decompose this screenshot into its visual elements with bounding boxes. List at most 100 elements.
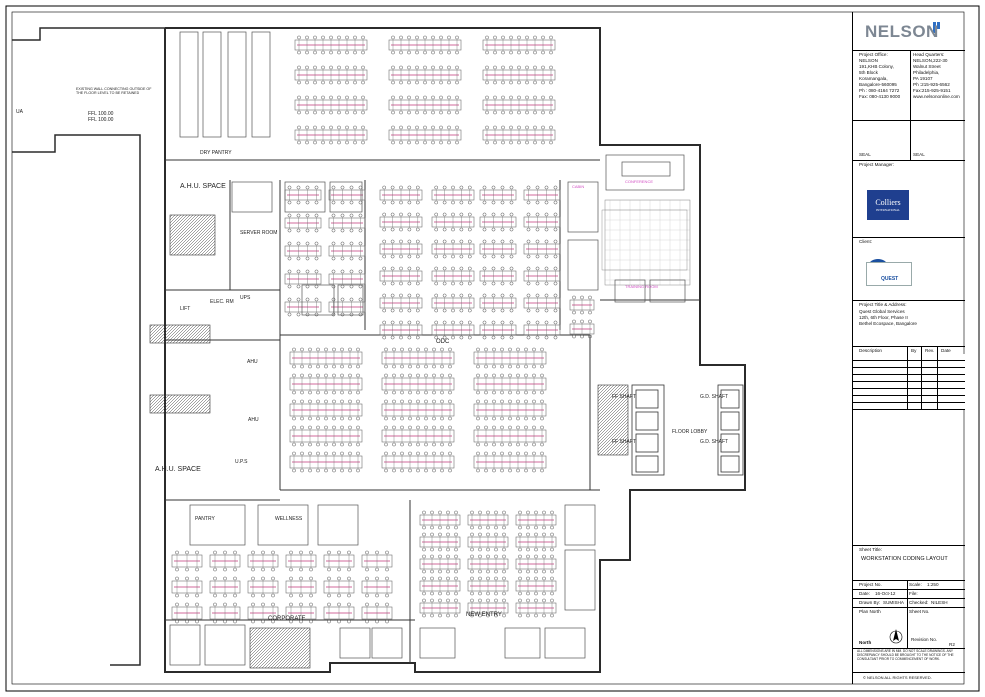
chair	[400, 442, 404, 447]
chair	[432, 347, 436, 352]
chair	[340, 213, 345, 218]
chair	[356, 425, 360, 430]
chair	[454, 554, 458, 559]
chair	[535, 185, 540, 190]
chair	[500, 308, 505, 313]
chair	[540, 416, 544, 421]
chair	[261, 567, 265, 572]
chair	[524, 347, 528, 352]
chair	[289, 576, 293, 581]
chair	[390, 239, 395, 244]
label-ahu-bottom: A.H.U. SPACE	[155, 466, 201, 473]
chair	[299, 550, 303, 555]
chair	[287, 213, 292, 218]
chair	[542, 576, 546, 581]
chair	[316, 425, 320, 430]
chair	[314, 297, 319, 302]
chair	[195, 619, 199, 624]
chair	[353, 140, 357, 145]
chair	[340, 399, 344, 404]
workstation-cluster	[284, 245, 322, 257]
chair	[299, 567, 303, 572]
chair	[348, 416, 352, 421]
chair	[470, 525, 474, 530]
chair	[544, 293, 549, 298]
chair	[327, 619, 331, 624]
chair	[535, 254, 540, 259]
chair	[544, 227, 549, 232]
chair	[384, 468, 388, 473]
chair	[300, 425, 304, 430]
chair	[430, 547, 434, 552]
chair	[442, 335, 447, 340]
chair	[415, 320, 420, 325]
chair	[470, 547, 474, 552]
chair	[392, 399, 396, 404]
chair	[407, 200, 412, 205]
chair	[407, 308, 412, 313]
chair	[185, 593, 189, 598]
chair	[448, 442, 452, 447]
chair	[390, 185, 395, 190]
chair	[415, 281, 420, 286]
chair	[408, 451, 412, 456]
chair	[329, 50, 333, 55]
chair	[440, 425, 444, 430]
chair	[340, 200, 345, 205]
chair	[296, 213, 301, 218]
chair	[526, 554, 530, 559]
chair	[415, 50, 419, 55]
chair	[526, 576, 530, 581]
chair	[482, 227, 487, 232]
chair	[399, 185, 403, 190]
chair	[434, 335, 439, 340]
label-level-2: FFL 100.00	[88, 117, 114, 123]
chair	[518, 569, 522, 574]
chair	[518, 598, 522, 603]
chair	[509, 140, 513, 145]
chair	[500, 239, 505, 244]
chair	[553, 335, 558, 340]
label-wellness: WELLNESS	[275, 516, 303, 522]
chair	[446, 547, 450, 552]
chair	[308, 373, 312, 378]
chair	[431, 65, 435, 70]
chair	[588, 319, 592, 324]
chair	[407, 185, 412, 190]
chair	[434, 254, 439, 259]
chair	[486, 525, 490, 530]
workstation-cluster	[479, 270, 517, 282]
workstation-cluster	[479, 189, 517, 201]
chair	[448, 451, 452, 456]
chair	[353, 125, 357, 130]
workstation-cluster	[284, 273, 322, 285]
chair	[509, 212, 514, 217]
chair	[271, 602, 275, 607]
chair	[455, 140, 459, 145]
chair	[399, 254, 403, 259]
chair	[535, 281, 540, 286]
chair	[518, 576, 522, 581]
label-corner-ahu: AHU	[248, 417, 259, 423]
chair	[534, 598, 538, 603]
chair	[476, 425, 480, 430]
checked-by: NILESH	[931, 600, 948, 605]
chair	[535, 239, 540, 244]
chair	[348, 451, 352, 456]
chair	[430, 598, 434, 603]
hatch-core-top	[169, 214, 216, 256]
chair	[408, 442, 412, 447]
chair	[572, 334, 576, 339]
chair	[365, 550, 369, 555]
chair	[509, 50, 513, 55]
chair	[390, 254, 395, 259]
chair	[478, 598, 482, 603]
chair	[451, 200, 455, 205]
chair	[486, 591, 490, 596]
chair	[382, 254, 387, 259]
chair	[308, 399, 312, 404]
rev-description: Description	[859, 348, 882, 353]
chair	[316, 468, 320, 473]
chair	[415, 95, 419, 100]
